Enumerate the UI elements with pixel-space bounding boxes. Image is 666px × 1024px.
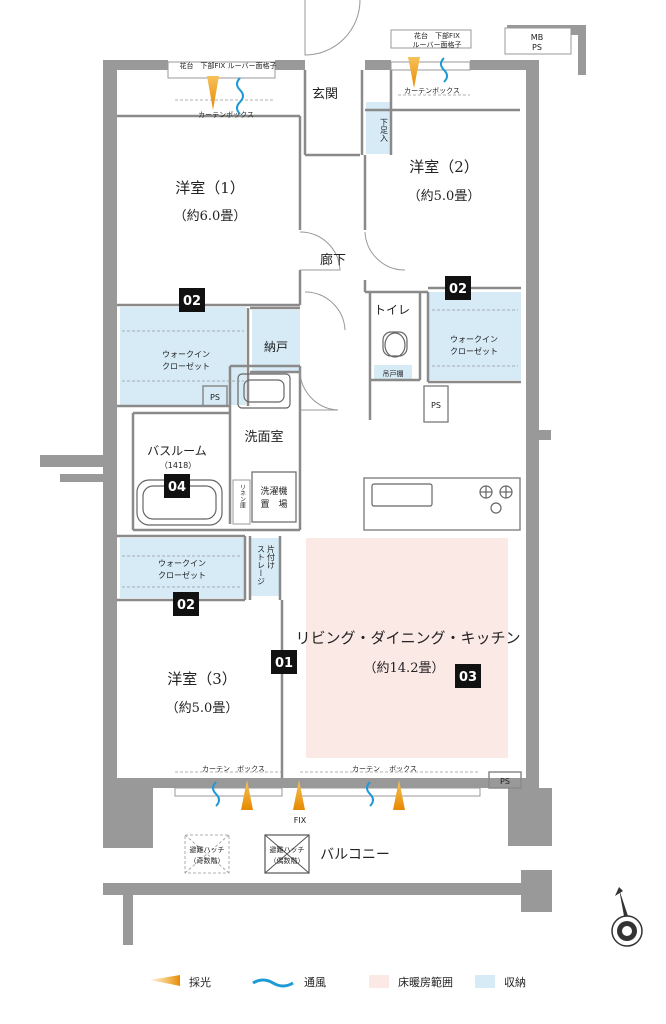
wic2-line2: クローゼット [450, 346, 498, 356]
washer-label-2: 置 場 [260, 498, 287, 510]
toilet-label: トイレ [374, 303, 410, 317]
wic-2-area [428, 292, 521, 380]
svg-text:床暖房範囲: 床暖房範囲 [398, 975, 453, 989]
western1-name: 洋室（1） [175, 179, 245, 197]
tidy-label-1: 片付け [267, 544, 276, 569]
badge-01 [271, 650, 297, 674]
legend-wind: 通風 [252, 976, 326, 989]
ldk-size: （約14.2畳） [364, 661, 445, 676]
badge-04 [164, 474, 190, 498]
western2-size: （約5.0畳） [408, 189, 481, 204]
windows [167, 27, 572, 797]
svg-text:採光: 採光 [189, 975, 211, 989]
bathroom-size: （1418） [160, 461, 196, 470]
toilet-icon [382, 331, 408, 357]
svg-text:04: 04 [168, 480, 186, 495]
washroom-label: 洗面室 [244, 429, 283, 445]
storage-nando-area [252, 310, 300, 372]
toilet-shelf-area [374, 365, 412, 379]
wind-markers [212, 57, 448, 807]
hatch-odd-2: （奇数階） [190, 856, 225, 865]
wic-1-area [120, 307, 246, 405]
compass-icon [611, 887, 643, 947]
sink-icon [371, 483, 433, 507]
wic1-line2: クローゼット [162, 361, 210, 371]
interior-walls [117, 70, 522, 789]
western2-name: 洋室（2） [409, 158, 479, 176]
svg-text:通風: 通風 [304, 976, 326, 989]
ldk-name: リビング・ダイニング・キッチン [295, 629, 520, 647]
tidy-storage-area [250, 538, 280, 596]
stove-icon [479, 485, 513, 514]
legend: 採光 通風 床暖房範囲 収納 [150, 975, 526, 989]
room-labels: 洋室（1） （約6.0畳） 洋室（2） （約5.0畳） 洋室（3） （約5.0畳… [147, 31, 543, 865]
curtain-box-top-left: カーテンボックス [198, 111, 254, 119]
mb-label: MB [531, 33, 543, 42]
curtain-bottom-2: カーテン [352, 765, 380, 773]
wic2-line1: ウォークイン [450, 335, 498, 344]
ps-label-1: PS [210, 393, 220, 402]
western1-size: （約6.0畳） [174, 209, 247, 224]
legend-floor-heating: 床暖房範囲 [369, 975, 453, 989]
box-bottom-1: ボックス [237, 765, 265, 773]
entrance-label: 玄関 [312, 87, 338, 102]
svg-text:収納: 収納 [504, 976, 526, 989]
hatch-even-box [264, 834, 310, 874]
fixtures [136, 331, 513, 526]
badge-03 [455, 664, 481, 688]
hatch-even-2: （偶数階） [270, 856, 305, 865]
bathroom-label: バスルーム [147, 444, 207, 458]
corridor-label: 廊下 [320, 252, 346, 268]
light-markers [207, 57, 420, 810]
wic1-line1: ウォークイン [162, 350, 210, 359]
outer-walls [40, 25, 586, 945]
svg-text:01: 01 [275, 656, 293, 671]
window-label-top-left: 花台 下部FIX ルーバー面格子 [179, 61, 276, 70]
badge-02-bottom [173, 592, 199, 616]
svg-text:02: 02 [177, 598, 195, 613]
badge-02-right [445, 276, 471, 300]
washer-label-1: 洗濯機 [260, 485, 287, 497]
washer-space [251, 471, 297, 523]
hatch-even-1: 避難ハッチ [270, 845, 305, 854]
dashed-lines [122, 94, 518, 874]
hatch-odd-1: 避難ハッチ [190, 845, 225, 854]
western3-size: （約5.0畳） [166, 701, 239, 716]
wic3-line2: クローゼット [158, 570, 206, 580]
svg-text:03: 03 [459, 670, 477, 685]
box-bottom-2: ボックス [389, 765, 417, 773]
linen-area [232, 479, 251, 525]
door-swings [299, 0, 406, 411]
hanging-shelf-label: 吊戸棚 [383, 369, 404, 378]
badge-02-left [179, 288, 205, 312]
legend-light: 採光 [150, 975, 211, 989]
linen-label: リネン庫 [239, 484, 246, 509]
tidy-label-2: ストレージ [257, 545, 266, 585]
mb-ps-label: PS [532, 43, 542, 52]
window-label-top-right-1: 花台 下部FIX [414, 31, 460, 40]
window-label-top-right-2: ルーバー面格子 [413, 40, 462, 49]
ps-label-2: PS [431, 401, 441, 410]
wic3-line1: ウォークイン [158, 559, 206, 568]
svg-text:02: 02 [183, 294, 201, 309]
western3-name: 洋室（3） [167, 670, 237, 688]
storage-label: 納戸 [264, 340, 288, 354]
wic-3-area [120, 538, 244, 598]
curtain-bottom-1: カーテン [202, 765, 230, 773]
legend-storage: 収納 [475, 975, 526, 989]
balcony-label: バルコニー [320, 847, 390, 863]
washbasin-icon [237, 373, 291, 409]
floor-heating-area [306, 538, 508, 758]
ps-label-3: PS [500, 777, 510, 786]
fix-label: FIX [294, 816, 307, 825]
curtain-box-top-right: カーテンボックス [404, 87, 460, 95]
shoe-box-label: 下足入 [380, 118, 389, 142]
svg-text:02: 02 [449, 282, 467, 297]
badges: 02 02 04 02 01 03 [164, 276, 481, 688]
